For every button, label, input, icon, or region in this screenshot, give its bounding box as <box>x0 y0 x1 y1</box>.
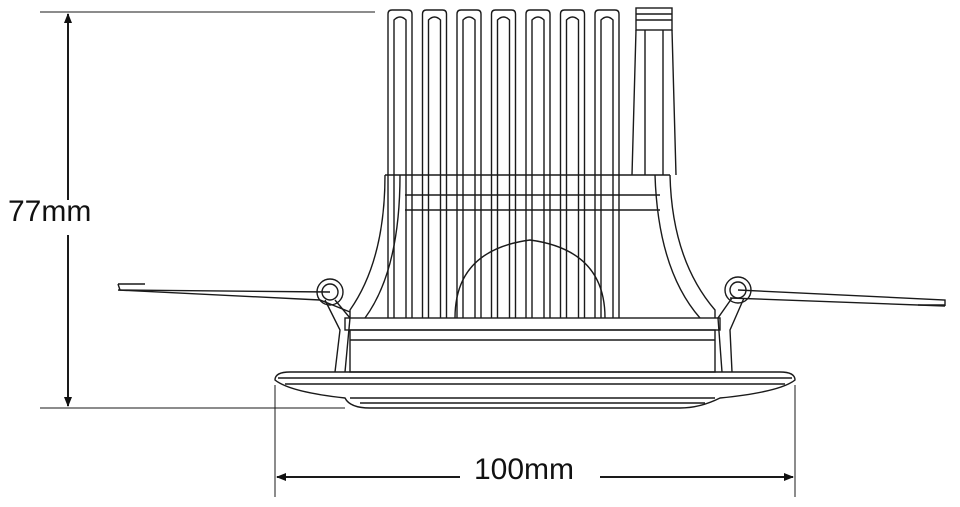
heatsink-fin <box>387 9 413 318</box>
heatsink-fin <box>559 9 586 318</box>
housing <box>349 174 716 319</box>
bezel <box>274 371 796 409</box>
heatsink-fin-inner <box>565 16 580 318</box>
width-dimension-label: 100mm <box>474 453 575 486</box>
right-spring-clip <box>717 276 946 373</box>
heatsink-fin-inner <box>531 16 545 318</box>
width-dimension <box>274 385 796 497</box>
heatsink-fin <box>525 9 551 318</box>
heatsink-fin <box>456 9 482 318</box>
height-dimension <box>40 11 375 409</box>
height-dimension-label: 77mm <box>8 195 92 228</box>
heatsink-fin <box>421 9 448 318</box>
heatsink-fin-inner <box>393 16 407 318</box>
heatsink-fin <box>490 9 517 318</box>
connector-block <box>631 7 677 176</box>
left-spring-clip <box>117 278 351 373</box>
heatsink-fin-inner <box>462 16 476 318</box>
heatsink-fin <box>594 9 620 318</box>
housing-ring <box>344 317 721 373</box>
heatsink-fin-inner <box>600 16 614 318</box>
heatsink-fin-inner <box>427 16 442 318</box>
heatsink-fins <box>387 9 620 318</box>
heatsink-fin-inner <box>496 16 511 318</box>
